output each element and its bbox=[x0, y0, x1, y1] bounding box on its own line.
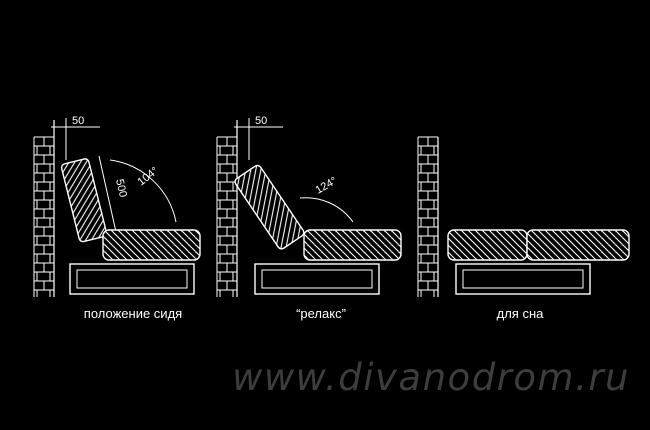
caption-sleep: для сна bbox=[497, 306, 545, 321]
base-frame bbox=[455, 263, 591, 295]
caption-sitting: положение сидя bbox=[84, 306, 182, 321]
offset-label: 50 bbox=[72, 115, 84, 127]
seat-cushion bbox=[102, 229, 201, 261]
angle-dimension: 124° bbox=[299, 175, 354, 223]
backrest-length-dimension: 500 bbox=[98, 155, 129, 242]
panel-sitting: 50 500 104° положение сидя bbox=[33, 115, 201, 321]
offset-dimension: 50 bbox=[51, 115, 100, 160]
angle-label: 124° bbox=[314, 175, 340, 197]
caption-relax: “релакс” bbox=[296, 306, 346, 321]
offset-label: 50 bbox=[255, 115, 267, 127]
backrest bbox=[60, 158, 108, 243]
backrest bbox=[234, 164, 305, 250]
offset-dimension: 50 bbox=[234, 115, 283, 160]
brick-wall bbox=[417, 136, 438, 297]
seat-cushion bbox=[303, 229, 402, 261]
panel-sleep: для сна bbox=[417, 136, 630, 321]
brick-wall bbox=[216, 136, 237, 297]
mattress bbox=[447, 229, 630, 261]
brick-wall bbox=[33, 136, 54, 297]
watermark: www.divanodrom.ru bbox=[232, 356, 630, 399]
base-frame bbox=[254, 263, 380, 295]
panel-relax: 50 124° “релакс” bbox=[216, 115, 402, 321]
base-frame bbox=[69, 263, 195, 295]
length-label: 500 bbox=[113, 178, 129, 199]
